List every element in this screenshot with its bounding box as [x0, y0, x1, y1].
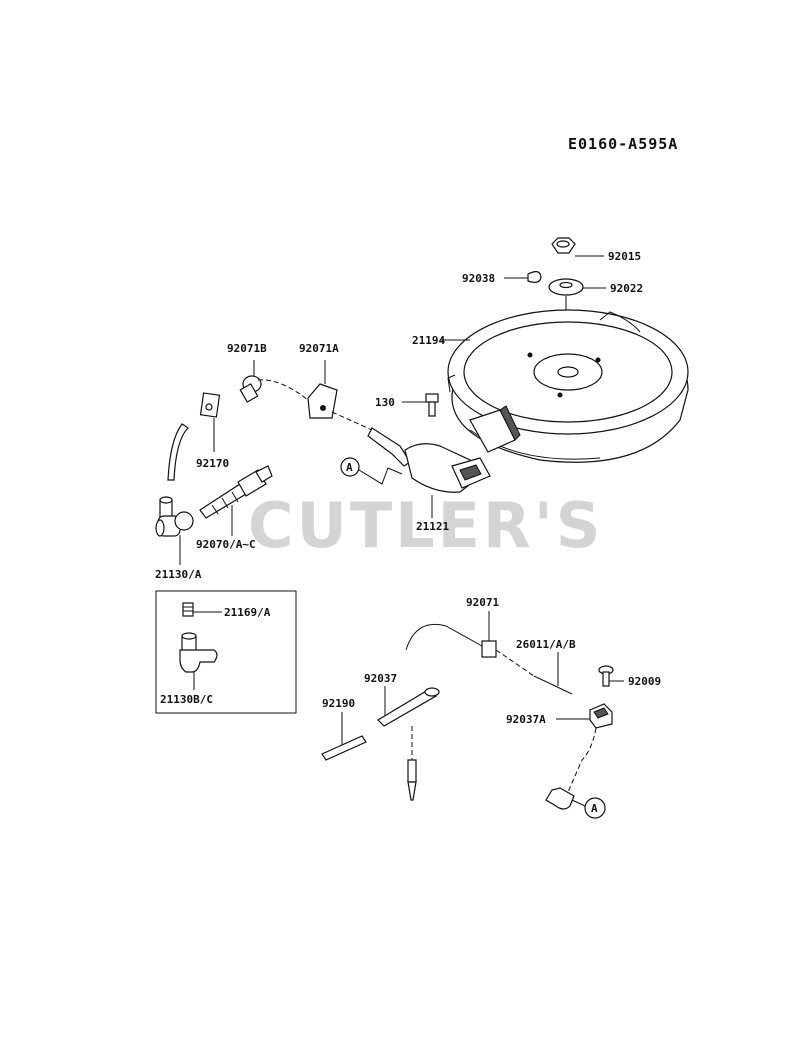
- label-92038: 92038: [462, 272, 495, 285]
- lead-terminal: [545, 787, 575, 810]
- spark-plug-92070[interactable]: [199, 465, 273, 536]
- label-92071B: 92071B: [227, 342, 267, 355]
- lead-wire-dash: [257, 379, 309, 401]
- clamp-92170[interactable]: [199, 392, 221, 452]
- label-21121: 21121: [416, 520, 449, 533]
- washer-92022[interactable]: [548, 278, 606, 296]
- bolt-92009[interactable]: [598, 665, 624, 687]
- label-A-upper: A: [346, 461, 353, 474]
- label-21194: 21194: [412, 334, 445, 347]
- holder-92071A[interactable]: [307, 360, 338, 419]
- plug-cap-21130A[interactable]: [155, 496, 194, 565]
- label-92009: 92009: [628, 675, 661, 688]
- pin-92190[interactable]: [321, 712, 367, 761]
- bracket-92037A[interactable]: [556, 703, 613, 729]
- diagram-code: E0160-A595A: [568, 135, 678, 153]
- ignition-coil-21121[interactable]: [367, 427, 491, 518]
- watermark: CUTLER'S: [248, 489, 603, 562]
- label-26011: 26011/A/B: [516, 638, 576, 651]
- label-92070: 92070/A~C: [196, 538, 256, 551]
- label-92071: 92071: [466, 596, 499, 609]
- nut-92015[interactable]: [551, 237, 604, 257]
- label-92190: 92190: [322, 697, 355, 710]
- label-21130A: 21130/A: [155, 568, 202, 581]
- ref-circle-A-lower: [571, 797, 606, 819]
- label-92037: 92037: [364, 672, 397, 685]
- label-92170: 92170: [196, 457, 229, 470]
- strip-92037[interactable]: [377, 686, 440, 727]
- key-92038[interactable]: [504, 271, 542, 283]
- label-92022: 92022: [610, 282, 643, 295]
- label-21130BC: 21130B/C: [160, 693, 213, 706]
- ref-circle-A-upper: [340, 457, 403, 485]
- lead-tube: [167, 423, 189, 481]
- inset-box: [155, 590, 297, 714]
- label-92015: 92015: [608, 250, 641, 263]
- label-92071A: 92071A: [299, 342, 339, 355]
- bolt-130[interactable]: [402, 393, 439, 417]
- label-21169A: 21169/A: [224, 606, 271, 619]
- terminal-lead: [407, 726, 417, 801]
- label-92037A: 92037A: [506, 713, 546, 726]
- spring-21169A[interactable]: [182, 602, 222, 617]
- cable-26011[interactable]: [405, 624, 573, 695]
- flywheel-21194[interactable]: [440, 309, 689, 463]
- label-130: 130: [375, 396, 395, 409]
- plug-cap-21130BC[interactable]: [179, 632, 218, 690]
- grommet-92071[interactable]: [481, 611, 497, 658]
- label-A-lower: A: [591, 802, 598, 815]
- plug-cap-92071B[interactable]: [239, 360, 262, 403]
